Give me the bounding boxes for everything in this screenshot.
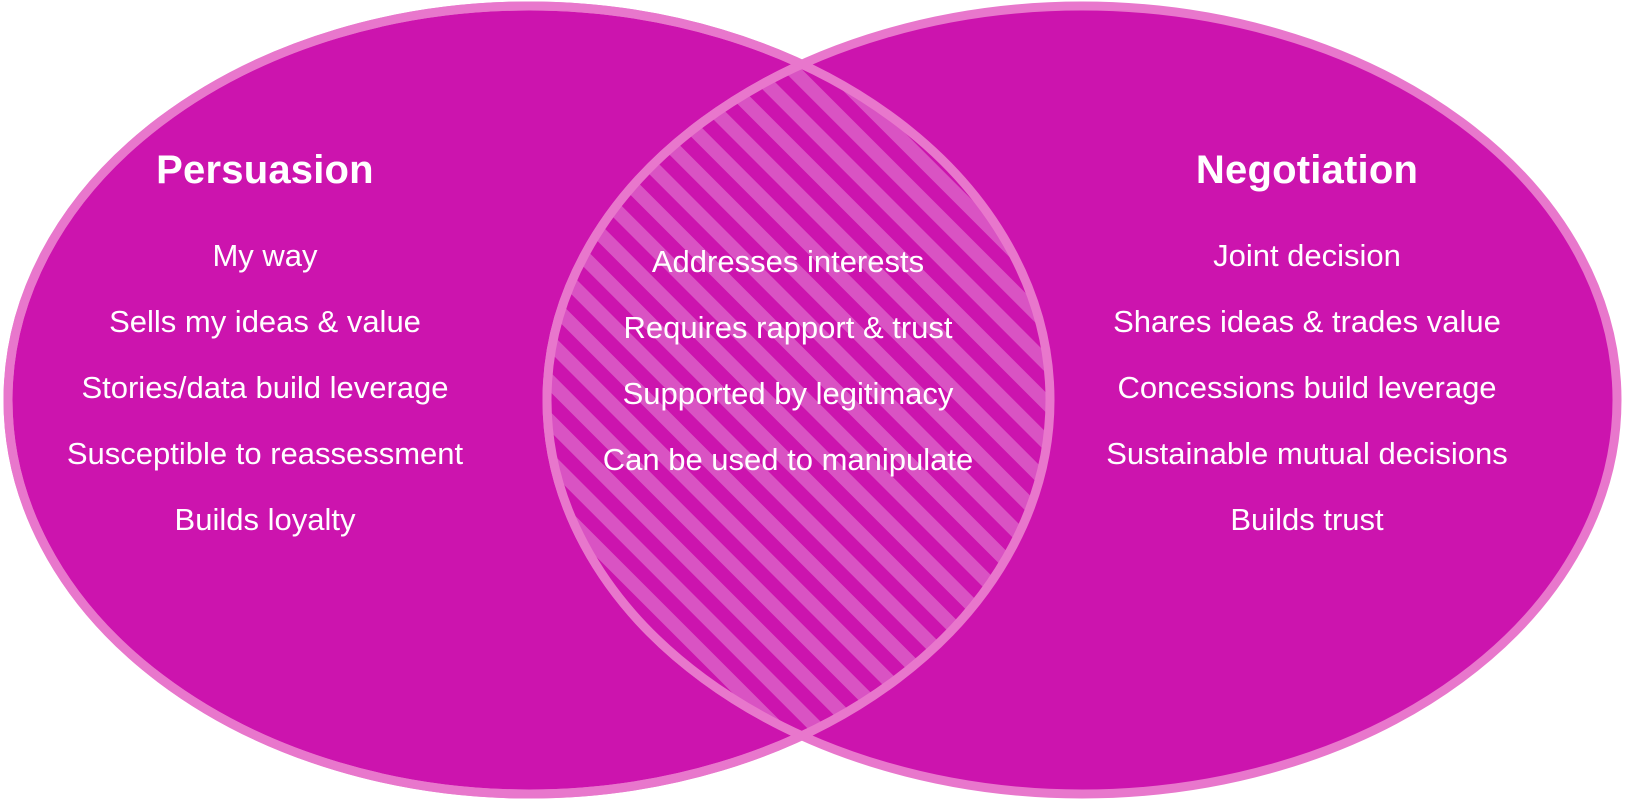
overlap-region: [542, 6, 1050, 794]
left-ellipse-outline: [3, 1, 1055, 799]
